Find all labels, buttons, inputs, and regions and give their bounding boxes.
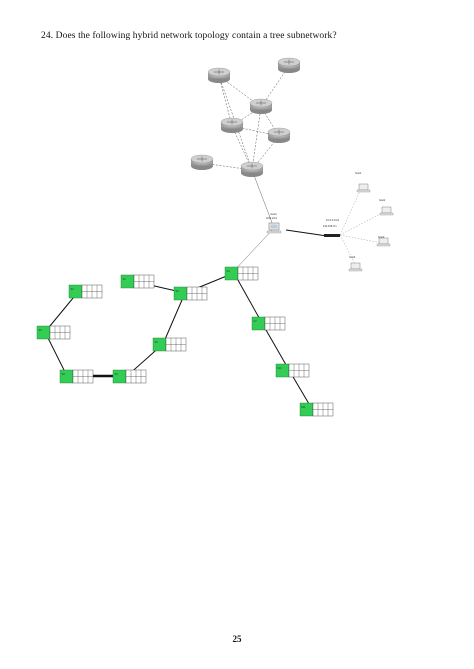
page-number: 25 xyxy=(232,634,242,644)
svg-text:host3: host3 xyxy=(378,235,385,239)
laptop-icon: host2 xyxy=(379,198,394,216)
svg-text:S9: S9 xyxy=(115,372,119,376)
subnet-host-links xyxy=(339,188,385,265)
question-text: 24. Does the following hybrid network to… xyxy=(41,31,337,41)
laptop-icon: host3 xyxy=(376,235,391,247)
switch-node: S11 xyxy=(299,402,334,417)
switch-node: S7 xyxy=(251,316,286,331)
router-icon xyxy=(220,117,244,133)
switch-node: S10 xyxy=(275,363,310,378)
question-number: 24. xyxy=(41,31,54,41)
svg-text:host4: host4 xyxy=(349,255,356,259)
svg-text:host2: host2 xyxy=(379,198,386,202)
svg-text:S2: S2 xyxy=(71,287,75,291)
switch-node: S2 xyxy=(68,284,103,299)
svg-text:S5: S5 xyxy=(39,328,43,332)
switch-node: S3 xyxy=(173,286,208,301)
switch-node: S8 xyxy=(59,369,94,384)
svg-text:router: router xyxy=(270,212,277,216)
svg-text:S3: S3 xyxy=(176,289,180,293)
switch-node: S5 xyxy=(36,325,71,340)
svg-text:S6: S6 xyxy=(155,340,159,344)
laptop-icon: host4 xyxy=(348,255,363,272)
question-body: Does the following hybrid network topolo… xyxy=(55,31,337,41)
svg-text:S4: S4 xyxy=(227,269,231,273)
router-icon xyxy=(277,57,301,73)
router-icon xyxy=(190,154,214,170)
svg-text:eth0 eth1: eth0 eth1 xyxy=(266,216,277,220)
switch-node: S1 xyxy=(120,274,155,289)
gateway-to-subnet-link xyxy=(285,229,328,237)
router-icon xyxy=(267,127,291,143)
subnet-label-bottom: 192.168.0.1 xyxy=(323,224,337,228)
laptop-icon: host1 xyxy=(355,171,371,193)
svg-text:S1: S1 xyxy=(123,277,127,281)
switch-node: S6 xyxy=(152,337,187,352)
router-icon xyxy=(240,161,264,177)
subnet-label-top: 10.0.0.1/24 xyxy=(326,218,340,222)
gateway-computer-icon: router eth0 eth1 xyxy=(266,212,282,234)
svg-text:S8: S8 xyxy=(62,372,66,376)
switch-node: S4 xyxy=(224,266,259,281)
router-icon xyxy=(249,98,273,114)
svg-text:host1: host1 xyxy=(355,171,362,175)
svg-text:S7: S7 xyxy=(254,319,258,323)
subnet-switch xyxy=(324,234,340,237)
router-icon xyxy=(207,67,231,83)
svg-text:S10: S10 xyxy=(277,366,282,370)
switch-node: S9 xyxy=(112,369,147,384)
svg-text:S11: S11 xyxy=(301,405,306,409)
router-to-gateway-link xyxy=(231,169,275,274)
